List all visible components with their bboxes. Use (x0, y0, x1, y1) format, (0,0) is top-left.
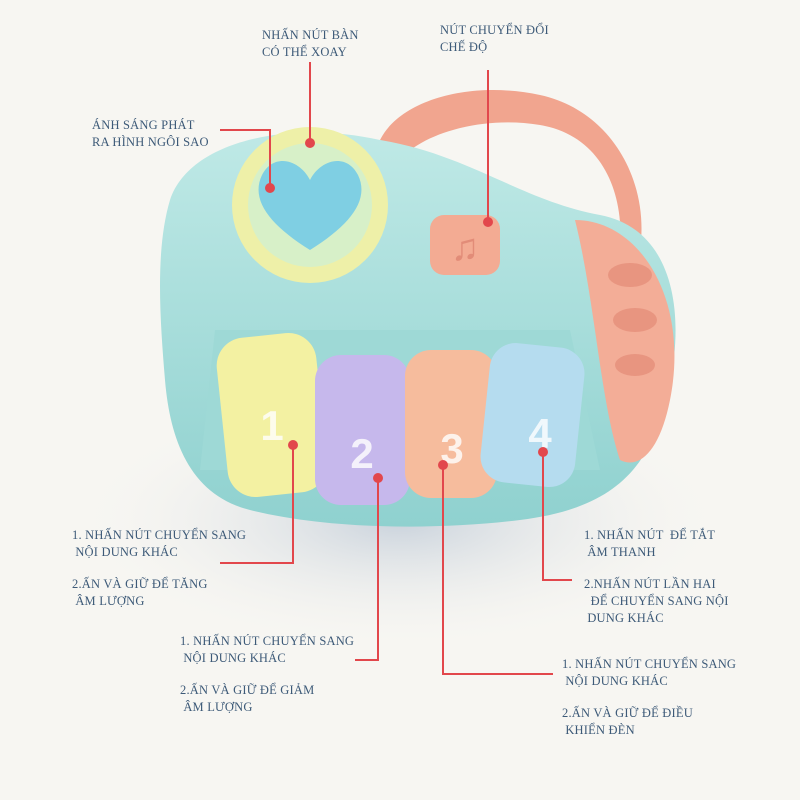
key-2 (315, 355, 410, 505)
callout-lines (220, 62, 572, 675)
key-3-number: 3 (440, 425, 463, 472)
heart-star-light (258, 161, 362, 250)
handle (380, 90, 642, 250)
side-panel (575, 220, 675, 463)
key-1 (216, 332, 328, 498)
key-3 (405, 350, 497, 498)
mode-button (430, 215, 500, 275)
piano-keys (216, 332, 585, 505)
svg-text:♫: ♫ (451, 227, 480, 269)
callout-dots (265, 138, 548, 483)
key-4 (480, 343, 585, 488)
key-1-number: 1 (260, 402, 283, 449)
key-2-number: 2 (350, 430, 373, 477)
